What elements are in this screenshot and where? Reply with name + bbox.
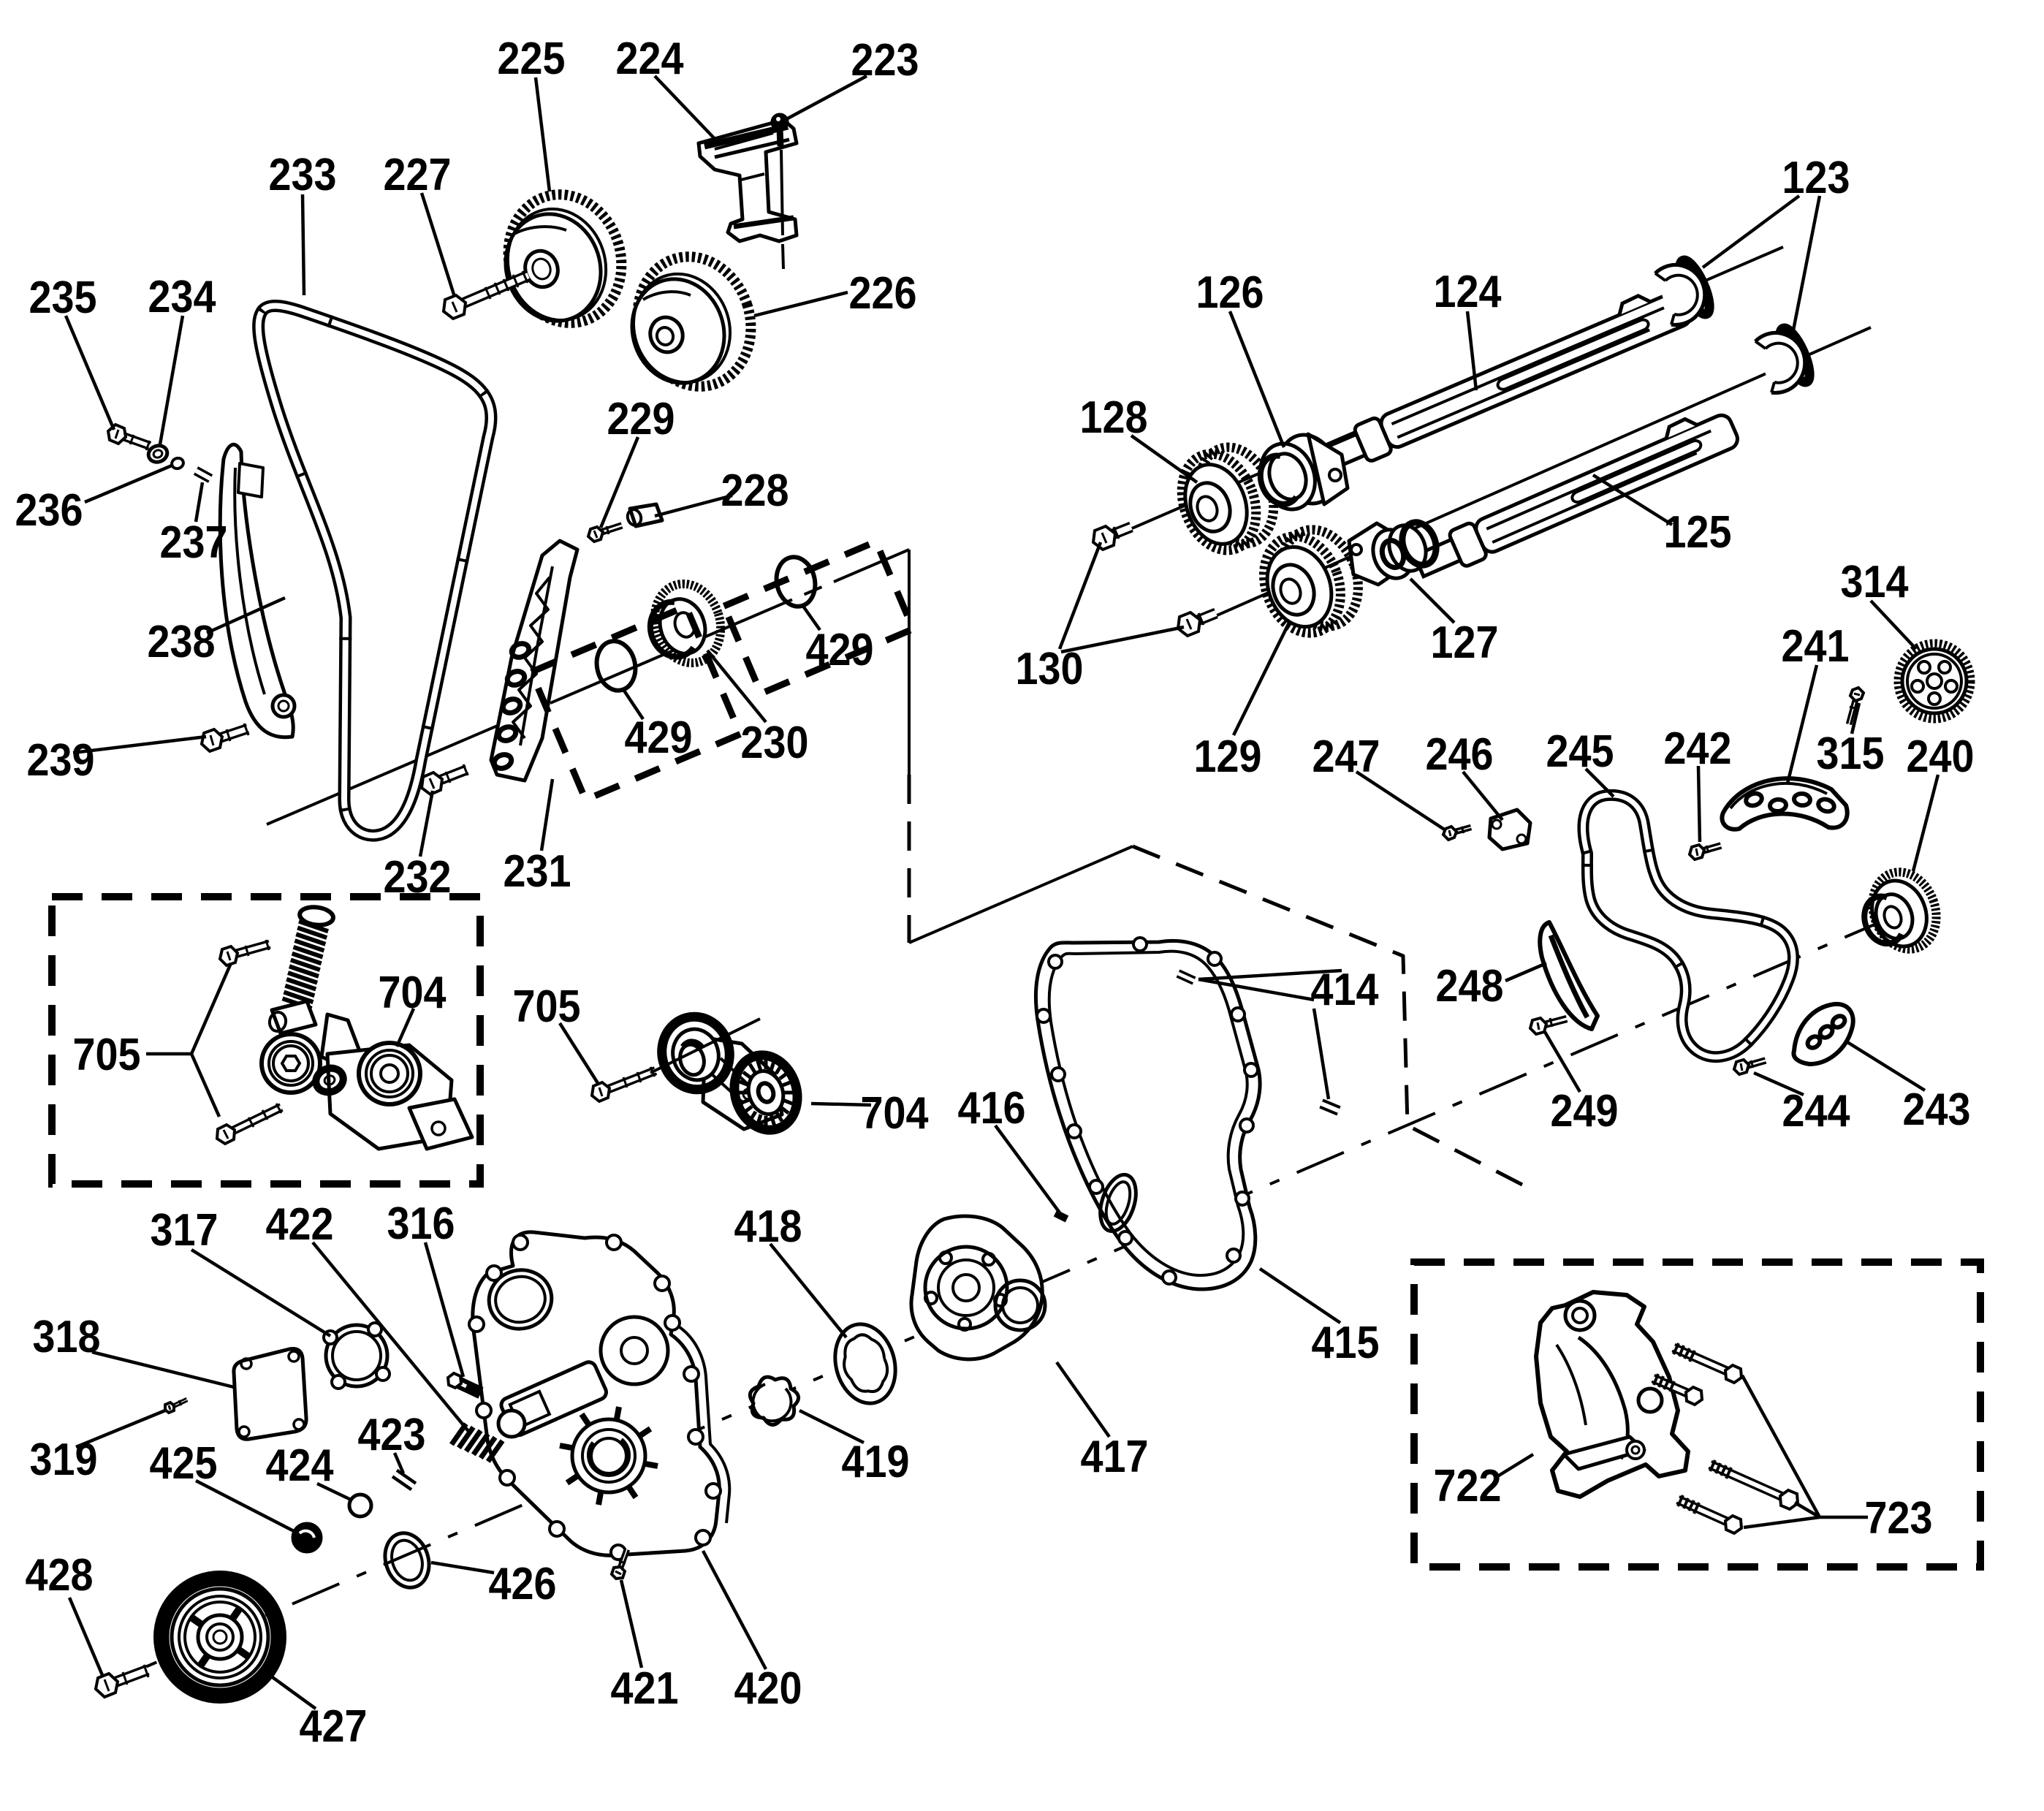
svg-text:418: 418 [734, 1201, 802, 1252]
svg-text:241: 241 [1782, 621, 1850, 672]
svg-text:124: 124 [1434, 267, 1502, 317]
svg-text:422: 422 [266, 1199, 334, 1250]
svg-text:319: 319 [30, 1435, 98, 1485]
svg-text:415: 415 [1312, 1318, 1380, 1368]
svg-text:228: 228 [721, 466, 789, 516]
svg-text:427: 427 [300, 1701, 368, 1752]
svg-text:233: 233 [269, 150, 337, 200]
svg-text:236: 236 [15, 485, 83, 536]
svg-text:227: 227 [384, 150, 452, 200]
svg-text:242: 242 [1664, 724, 1732, 774]
svg-text:225: 225 [498, 34, 566, 84]
svg-text:246: 246 [1426, 729, 1494, 780]
svg-text:315: 315 [1817, 729, 1885, 779]
svg-text:316: 316 [387, 1199, 455, 1249]
svg-text:232: 232 [384, 852, 452, 903]
svg-text:705: 705 [73, 1030, 141, 1080]
svg-text:722: 722 [1434, 1461, 1502, 1511]
svg-text:425: 425 [150, 1438, 218, 1489]
svg-text:231: 231 [504, 846, 571, 897]
svg-text:243: 243 [1903, 1085, 1971, 1135]
svg-text:223: 223 [851, 35, 919, 86]
svg-text:130: 130 [1016, 644, 1084, 694]
svg-text:414: 414 [1311, 965, 1379, 1015]
svg-text:234: 234 [148, 272, 216, 322]
svg-text:704: 704 [861, 1088, 929, 1139]
svg-text:423: 423 [358, 1410, 426, 1460]
svg-text:416: 416 [958, 1083, 1026, 1134]
svg-text:129: 129 [1194, 732, 1262, 782]
svg-text:244: 244 [1782, 1086, 1850, 1136]
svg-text:235: 235 [29, 273, 97, 323]
svg-text:429: 429 [806, 625, 874, 675]
svg-text:245: 245 [1546, 726, 1614, 777]
svg-text:127: 127 [1431, 618, 1499, 668]
svg-text:429: 429 [625, 713, 693, 763]
svg-text:224: 224 [616, 34, 684, 84]
svg-text:226: 226 [849, 268, 917, 319]
svg-text:314: 314 [1841, 557, 1909, 607]
svg-text:240: 240 [1907, 732, 1975, 782]
svg-text:126: 126 [1196, 267, 1264, 318]
svg-text:230: 230 [741, 718, 809, 768]
svg-text:705: 705 [513, 982, 581, 1032]
svg-text:421: 421 [611, 1663, 679, 1714]
svg-text:318: 318 [33, 1312, 101, 1362]
svg-text:417: 417 [1081, 1432, 1149, 1482]
svg-text:125: 125 [1664, 507, 1732, 558]
svg-text:424: 424 [266, 1440, 334, 1491]
svg-text:420: 420 [734, 1663, 802, 1714]
svg-text:123: 123 [1782, 153, 1850, 203]
svg-text:704: 704 [379, 968, 447, 1018]
svg-text:317: 317 [151, 1205, 219, 1256]
svg-text:723: 723 [1865, 1493, 1933, 1544]
svg-text:239: 239 [27, 735, 95, 786]
svg-text:247: 247 [1312, 732, 1380, 782]
svg-text:249: 249 [1551, 1086, 1619, 1136]
svg-text:428: 428 [26, 1550, 94, 1601]
svg-text:426: 426 [489, 1559, 557, 1609]
svg-text:229: 229 [607, 394, 675, 444]
svg-text:238: 238 [148, 617, 216, 667]
svg-text:419: 419 [842, 1437, 910, 1487]
svg-text:237: 237 [160, 517, 228, 568]
svg-text:128: 128 [1080, 392, 1148, 443]
svg-text:248: 248 [1436, 961, 1504, 1011]
